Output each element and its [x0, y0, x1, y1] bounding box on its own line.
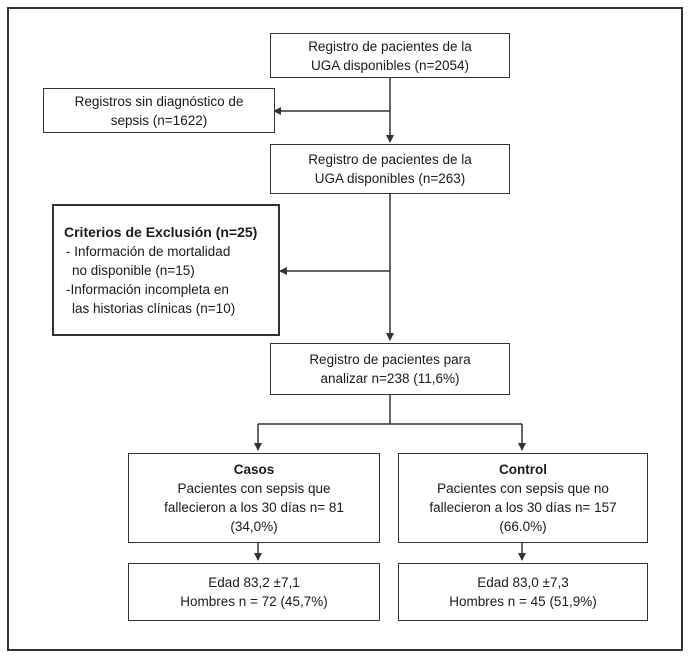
exclusion-line: -Información incompleta en — [66, 281, 229, 297]
box-line: sepsis (n=1622) — [110, 112, 208, 128]
box-control-stats: Edad 83,0 ±7,3 Hombres n = 45 (51,9%) — [398, 563, 648, 621]
box-line: Edad 83,0 ±7,3 — [477, 575, 569, 590]
box-registro-263: Registro de pacientes de la UGA disponib… — [270, 144, 510, 194]
casos-title: Casos — [233, 462, 275, 477]
box-line: fallecieron a los 30 días n= 81 — [164, 500, 344, 515]
exclusion-line: - Información de mortalidad — [66, 243, 231, 259]
box-line: (66.0%) — [499, 519, 547, 534]
box-sin-diagnostico: Registros sin diagnóstico de sepsis (n=1… — [43, 88, 275, 133]
control-title: Control — [499, 462, 547, 477]
box-line: Hombres n = 72 (45,7%) — [180, 594, 328, 609]
exclusion-title: Criterios de Exclusión (n=25) — [64, 223, 258, 240]
box-registro-2054: Registro de pacientes de la UGA disponib… — [270, 33, 510, 78]
box-line: Registros sin diagnóstico de — [74, 93, 244, 109]
box-line: UGA disponibles (n=263) — [314, 171, 466, 186]
box-control: Control Pacientes con sepsis que no fall… — [398, 453, 648, 543]
box-line: Edad 83,2 ±7,1 — [208, 575, 300, 590]
box-line: fallecieron a los 30 días n= 157 — [429, 500, 617, 515]
box-line: Hombres n = 45 (51,9%) — [449, 594, 597, 609]
box-casos: Casos Pacientes con sepsis que fallecier… — [128, 453, 380, 543]
box-line: Registro de pacientes de la — [308, 38, 472, 54]
box-line: Registro de pacientes para — [309, 352, 471, 367]
box-casos-stats: Edad 83,2 ±7,1 Hombres n = 72 (45,7%) — [128, 563, 380, 621]
box-line: analizar n=238 (11,6%) — [320, 371, 460, 386]
box-line: (34,0%) — [230, 519, 278, 534]
box-line: Pacientes con sepsis que no — [437, 481, 609, 496]
box-line: UGA disponibles (n=2054) — [311, 57, 469, 73]
box-line: Pacientes con sepsis que — [177, 481, 331, 496]
box-exclusion-criteria: Criterios de Exclusión (n=25) - Informac… — [52, 204, 280, 336]
exclusion-line: las historias clínicas (n=10) — [72, 300, 236, 316]
box-line: Registro de pacientes de la — [308, 152, 472, 167]
box-analizar: Registro de pacientes para analizar n=23… — [270, 343, 510, 395]
diagram-frame — [7, 7, 683, 651]
exclusion-line: no disponible (n=15) — [72, 262, 195, 278]
